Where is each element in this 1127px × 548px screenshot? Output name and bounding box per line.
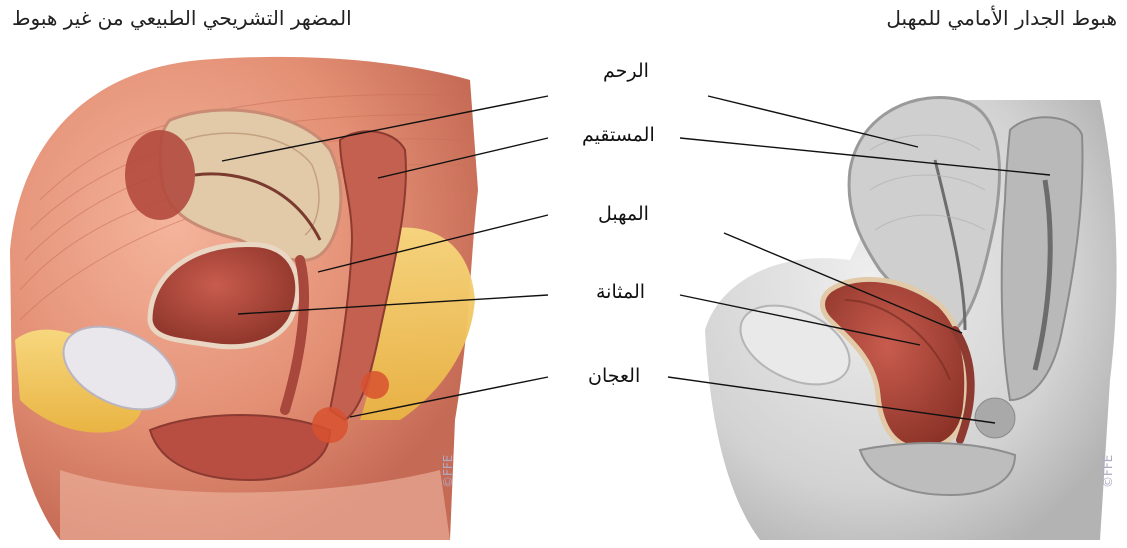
prolapse-anatomy-panel: [705, 98, 1117, 540]
anal-sphincter-prolapse: [975, 398, 1015, 438]
anal-sphincter: [312, 407, 348, 443]
watermark-left: ©FFE: [441, 455, 455, 488]
watermark-right: ©FFE: [1101, 455, 1115, 488]
ovary: [125, 130, 195, 220]
normal-anatomy-panel: [10, 57, 478, 540]
